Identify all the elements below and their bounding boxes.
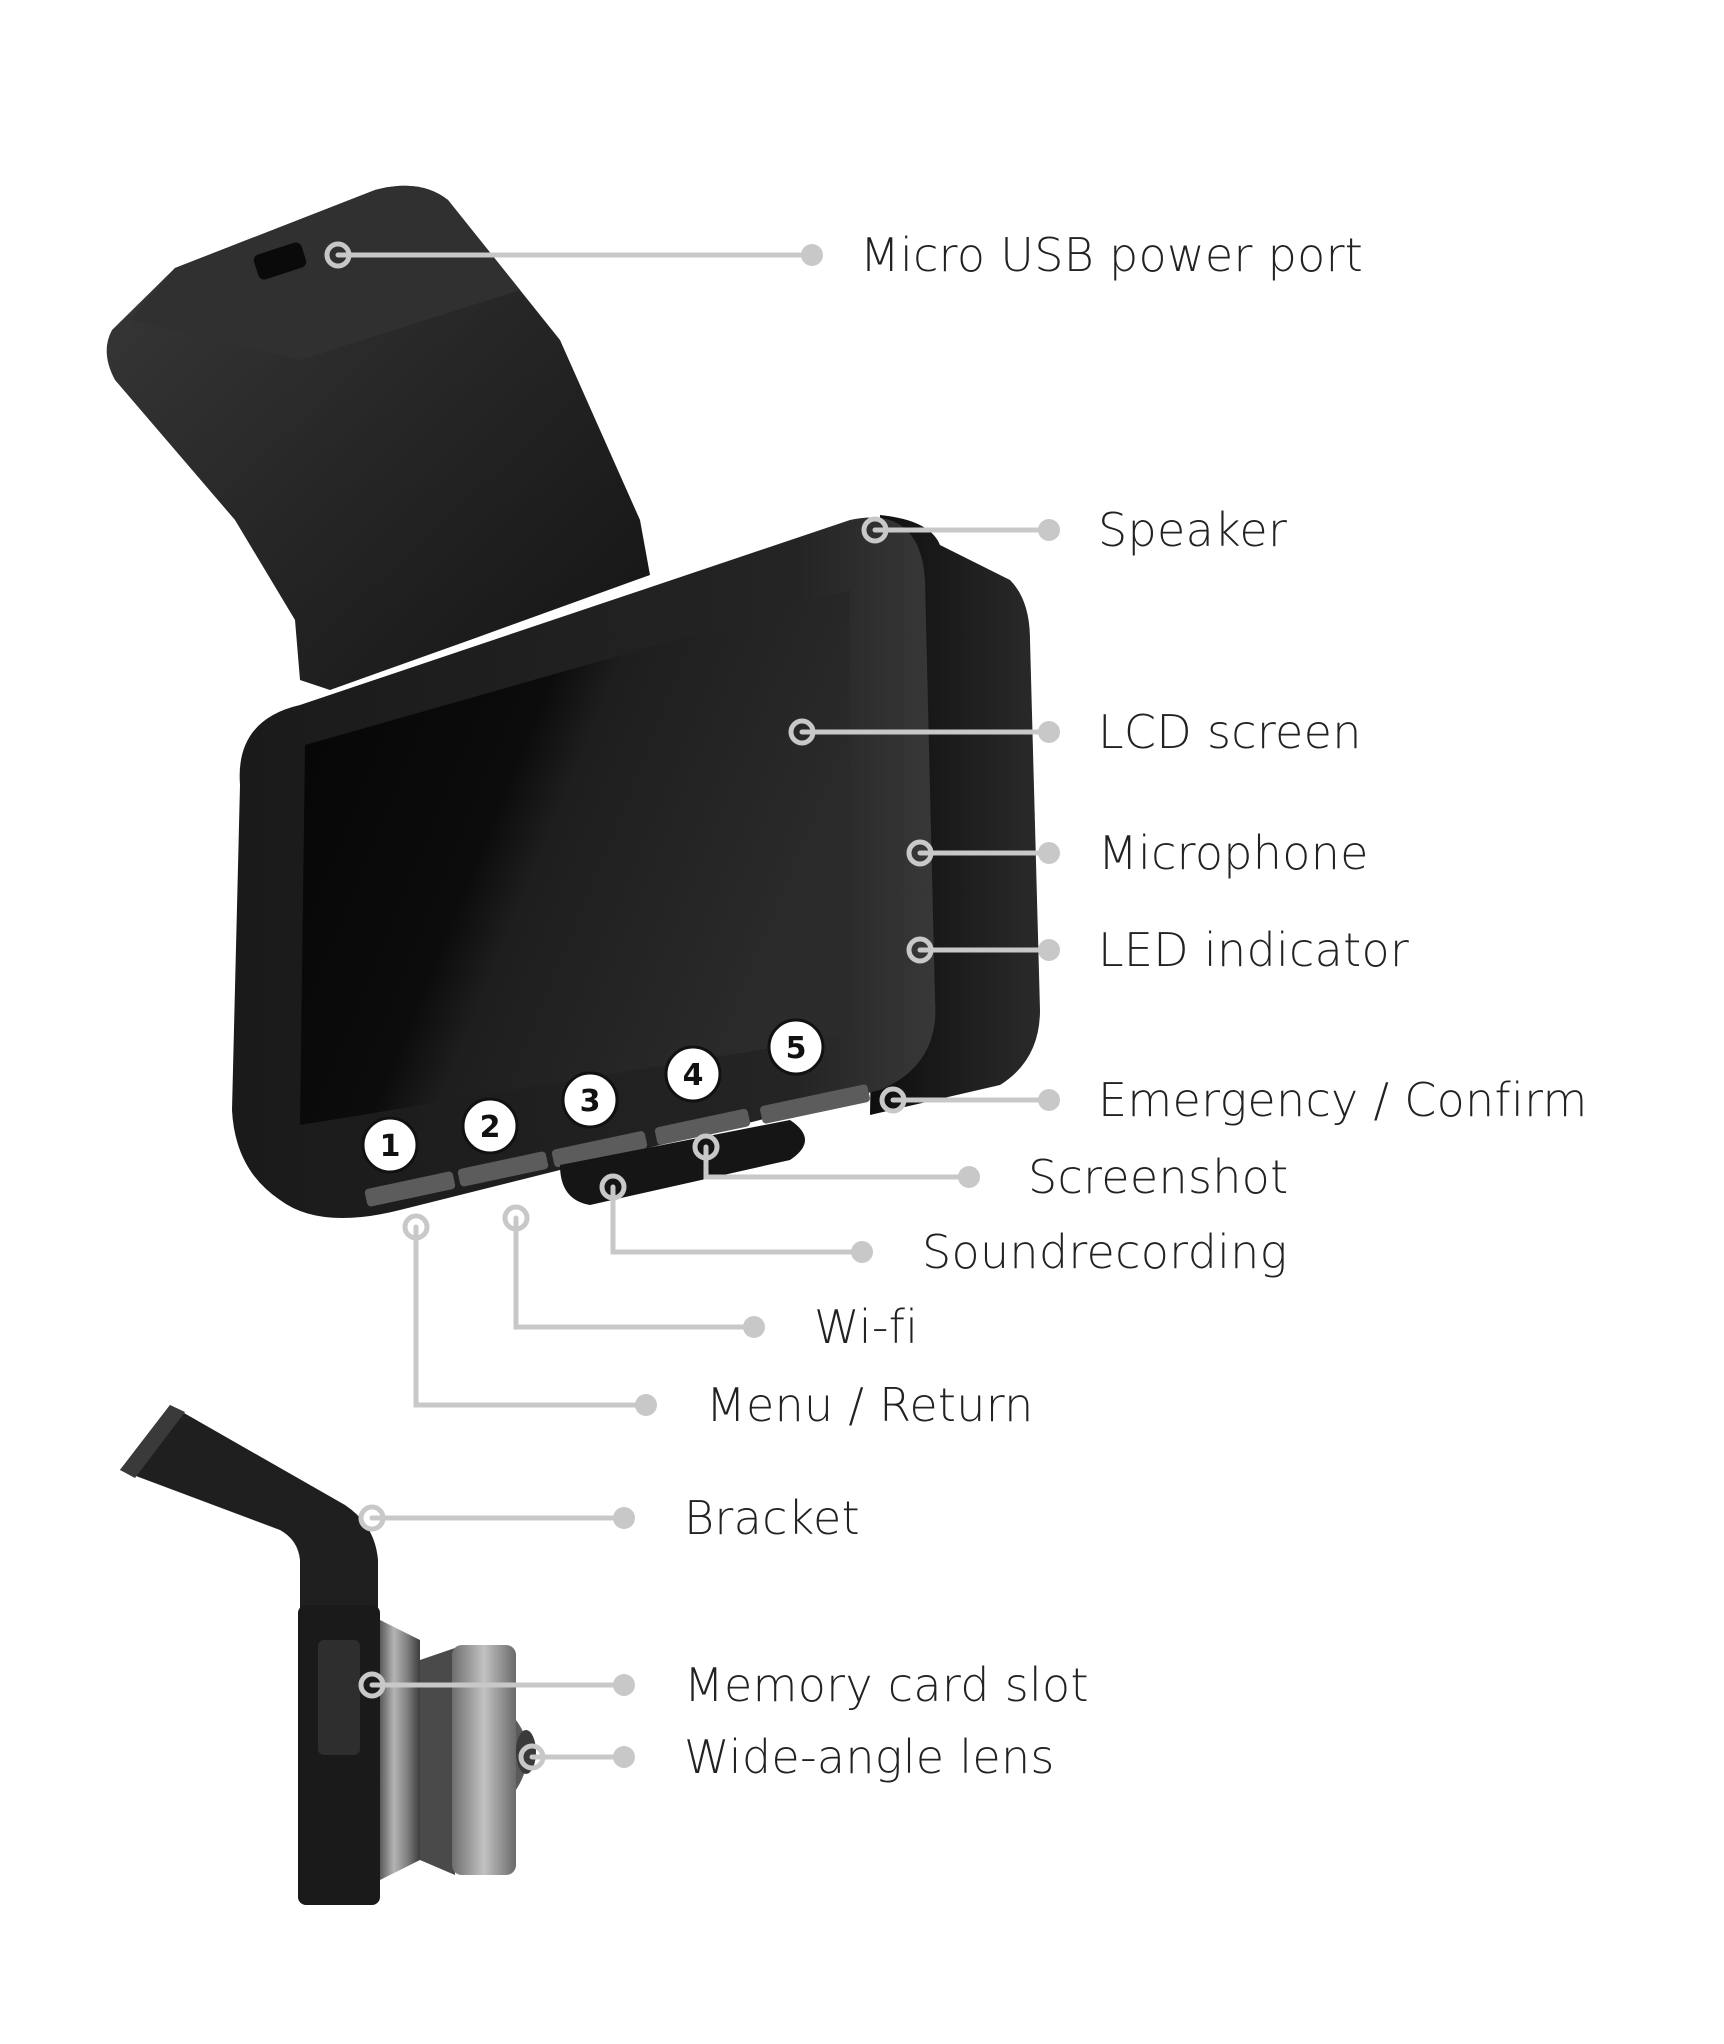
button-badge-4: 4 xyxy=(664,1045,722,1103)
label-micro-usb-power-port: Micro USB power port xyxy=(860,228,1364,282)
leader-lines xyxy=(335,252,1048,1760)
leader-end-dots xyxy=(613,244,1060,1768)
button-badge-1: 1 xyxy=(361,1116,419,1174)
label-microphone: Microphone xyxy=(1098,826,1369,880)
leader-menu xyxy=(413,1224,645,1408)
side-bracket xyxy=(120,1405,378,1610)
leader-soundrecording xyxy=(610,1184,861,1255)
lens-housing xyxy=(380,1620,420,1880)
svg-text:3: 3 xyxy=(580,1084,601,1119)
lcd-screen xyxy=(300,590,850,1125)
dashcam-side-view xyxy=(120,1405,536,1905)
label-emergency-confirm: Emergency / Confirm xyxy=(1098,1073,1588,1127)
label-wifi: Wi-fi xyxy=(814,1300,919,1354)
leader-wifi xyxy=(513,1215,753,1330)
button-strip xyxy=(364,1084,870,1207)
label-speaker: Speaker xyxy=(1098,503,1288,557)
label-screenshot: Screenshot xyxy=(1028,1150,1289,1204)
button-badge-3: 3 xyxy=(561,1071,619,1129)
label-bracket: Bracket xyxy=(684,1491,860,1545)
micro-usb-port xyxy=(253,242,307,280)
dashcam-front-view xyxy=(106,185,1040,1218)
label-menu-return: Menu / Return xyxy=(706,1378,1034,1432)
button-number-badges: 1 2 3 4 5 xyxy=(361,1018,825,1174)
svg-text:5: 5 xyxy=(786,1031,807,1066)
label-memory-card-slot: Memory card slot xyxy=(684,1658,1089,1712)
leader-start-rings xyxy=(324,241,934,1771)
svg-text:4: 4 xyxy=(683,1058,704,1093)
label-wide-angle-lens: Wide-angle lens xyxy=(684,1730,1055,1784)
lens-barrel xyxy=(452,1645,516,1875)
button-badge-2: 2 xyxy=(461,1097,519,1155)
svg-text:1: 1 xyxy=(380,1129,401,1164)
label-soundrecording: Soundrecording xyxy=(922,1225,1288,1279)
label-led-indicator: LED indicator xyxy=(1098,923,1410,977)
button-badge-5: 5 xyxy=(767,1018,825,1076)
svg-text:2: 2 xyxy=(480,1110,501,1145)
label-lcd-screen: LCD screen xyxy=(1098,705,1362,759)
